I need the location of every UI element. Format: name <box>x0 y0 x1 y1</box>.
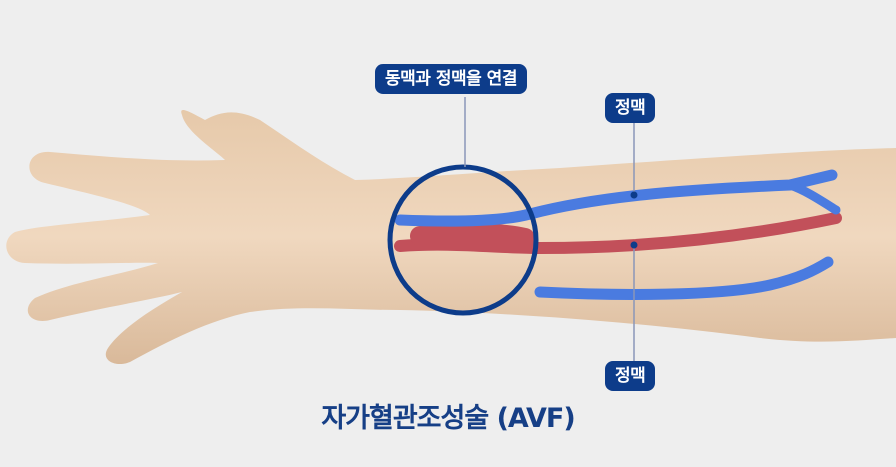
vessels <box>394 169 842 300</box>
connection-label: 동맥과 정맥을 연결 <box>375 64 527 94</box>
artery <box>394 212 842 255</box>
vein-marker-dot <box>630 191 638 199</box>
vein-upper <box>394 169 838 227</box>
vein-label-bottom: 정맥 <box>605 361 656 391</box>
fistula-highlight-circle <box>387 164 539 316</box>
figure-caption: 자가혈관조성술 (AVF) <box>321 403 575 434</box>
vein-lower <box>534 256 834 300</box>
vein-label-top: 정맥 <box>605 93 656 123</box>
leader-lines <box>464 97 635 362</box>
artery-marker-dot <box>630 241 638 249</box>
